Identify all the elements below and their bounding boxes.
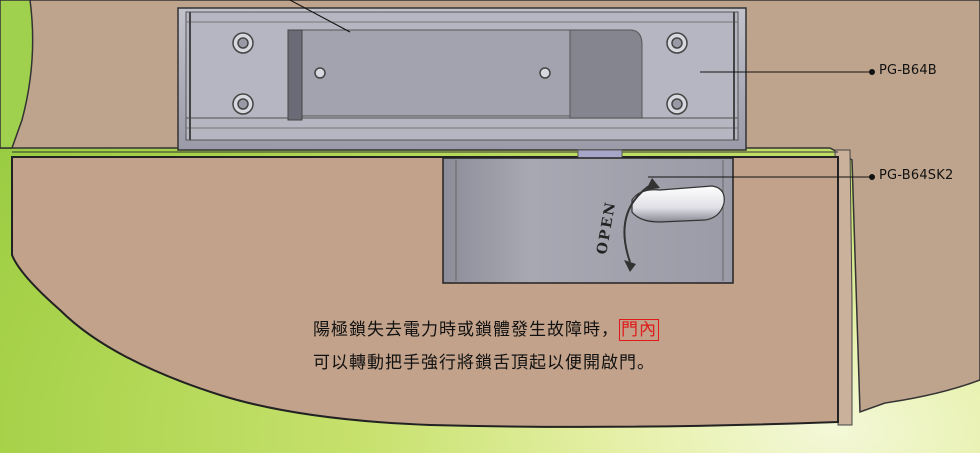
door-frame-left-edge: [0, 0, 34, 149]
knob-handle: [631, 185, 725, 223]
caption-highlight: 門內: [619, 319, 659, 341]
caption-line-1: 陽極鎖失去電力時或鎖體發生故障時，門內: [313, 315, 659, 341]
label-pg-b64b: PG-B64B: [879, 63, 937, 78]
caption-line-1-text: 陽極鎖失去電力時或鎖體發生故障時，: [313, 320, 619, 340]
lock-body-pg-b64b: [177, 0, 747, 151]
lock-pin: [577, 149, 623, 159]
bracket-pg-b64sk2: OPEN: [442, 157, 734, 284]
caption-line-2: 可以轉動把手強行將鎖舌頂起以便開啟門。: [313, 353, 655, 373]
label-pg-b64sk2: PG-B64SK2: [879, 168, 954, 183]
